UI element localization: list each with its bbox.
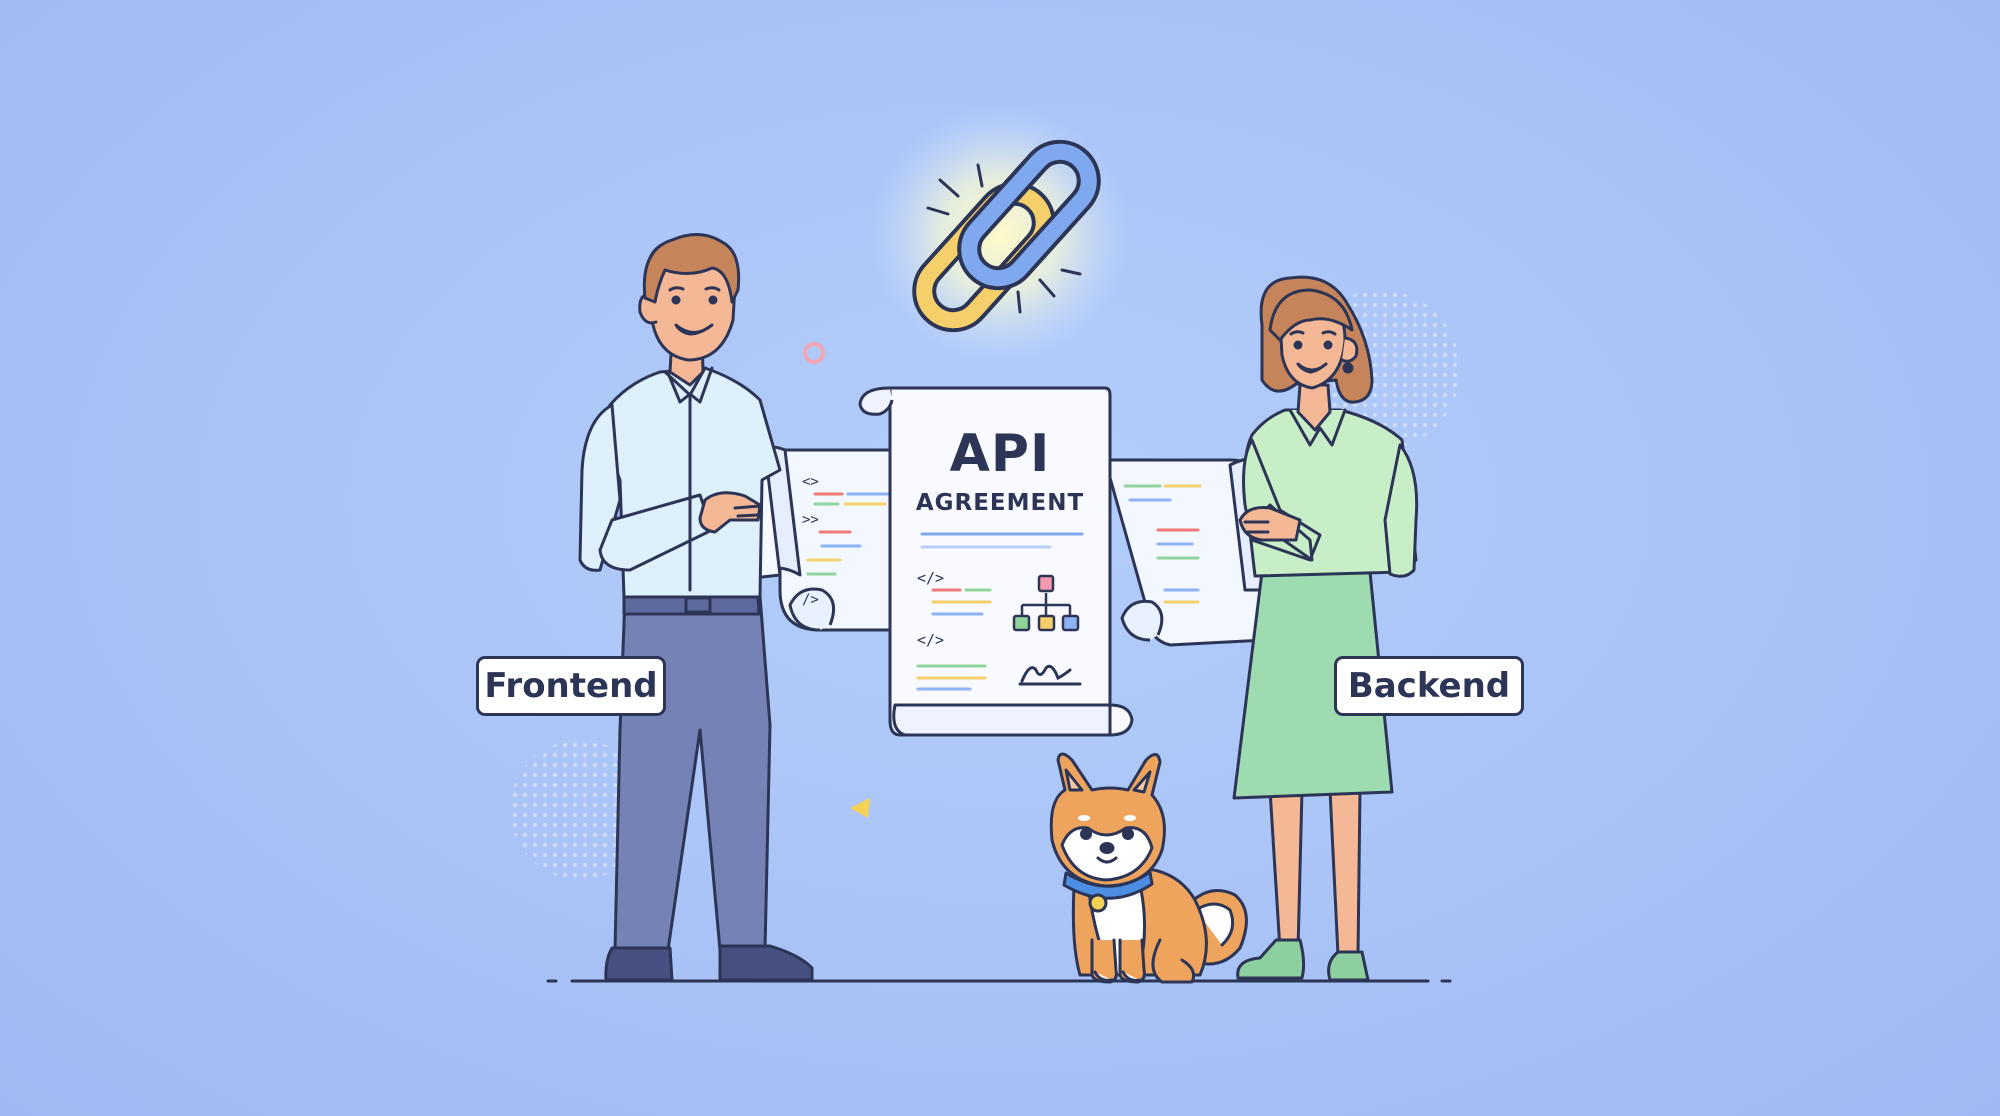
shiba-dog xyxy=(1049,752,1248,984)
frontend-developer xyxy=(578,233,814,982)
halftone-dots-left xyxy=(510,740,650,880)
hierarchy-icon xyxy=(1012,574,1080,632)
document-subtitle: AGREEMENT xyxy=(915,490,1085,516)
document-title: API xyxy=(949,424,1051,484)
code-brackets-icon: </> </> xyxy=(917,569,944,649)
decor-triangle xyxy=(850,798,870,818)
chain-link-icon xyxy=(912,139,1101,333)
frontend-label: Frontend xyxy=(476,656,666,716)
svg-text:</>: </> xyxy=(917,569,944,587)
backend-label: Backend xyxy=(1334,656,1524,716)
svg-text:<>: <> xyxy=(802,474,819,490)
svg-text:/>: /> xyxy=(802,592,819,608)
signature-icon xyxy=(1018,664,1082,686)
decor-circle xyxy=(803,342,825,364)
svg-text:>>: >> xyxy=(802,512,819,528)
svg-text:</>: </> xyxy=(917,631,944,649)
backend-developer xyxy=(1232,275,1419,982)
api-agreement-document xyxy=(858,386,1134,737)
chain-glow xyxy=(870,105,1130,365)
